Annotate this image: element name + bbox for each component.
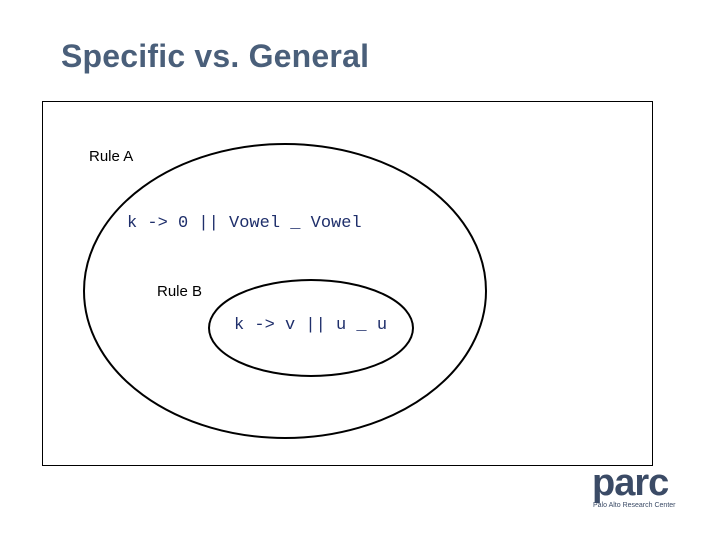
rule-b-text: k -> v || u _ u: [234, 316, 388, 335]
parc-wordmark: parc: [592, 462, 669, 504]
parc-subtitle: Palo Alto Research Center: [593, 502, 676, 509]
slide-title: Specific vs. General: [61, 38, 370, 74]
rule-b-label: Rule B: [157, 283, 203, 300]
rule-b-ellipse: [208, 279, 414, 377]
parc-logo: parc Palo Alto Research Center: [592, 464, 702, 515]
rule-a-ellipse: [83, 143, 487, 439]
diagram-frame: [42, 101, 653, 466]
rule-a-label: Rule A: [89, 148, 134, 165]
rule-a-text: k -> 0 || Vowel _ Vowel: [127, 214, 362, 233]
